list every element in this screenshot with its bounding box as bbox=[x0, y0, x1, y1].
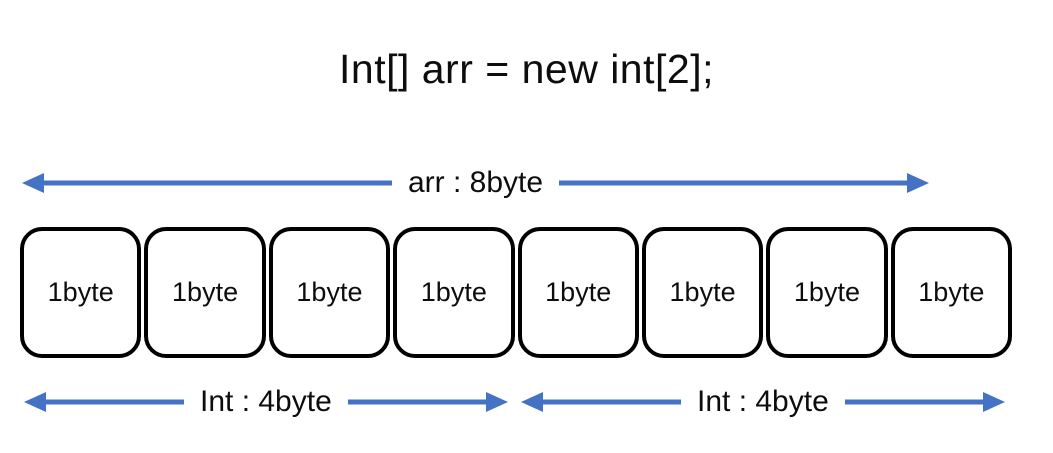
byte-box-label: 1byte bbox=[420, 277, 487, 307]
measure-label-element-0: Int : 4byte bbox=[200, 385, 332, 418]
byte-box-label: 1byte bbox=[172, 277, 239, 307]
byte-box-label: 1byte bbox=[545, 277, 612, 307]
page-title: Int[] arr = new int[2]; bbox=[339, 46, 714, 92]
byte-box-label: 1byte bbox=[793, 277, 860, 307]
byte-box-row: 1byte 1byte 1byte 1byte 1byte 1byte 1byt… bbox=[20, 227, 1012, 358]
byte-box: 1byte bbox=[641, 227, 764, 358]
arrow-left-icon bbox=[24, 390, 184, 414]
arrow-right-icon bbox=[347, 390, 508, 414]
byte-box-label: 1byte bbox=[669, 277, 736, 307]
byte-box: 1byte bbox=[393, 227, 515, 358]
byte-box: 1byte bbox=[766, 227, 888, 358]
byte-box: 1byte bbox=[20, 227, 142, 358]
byte-box: 1byte bbox=[268, 227, 391, 358]
byte-box: 1byte bbox=[144, 227, 266, 358]
arrow-right-icon bbox=[559, 171, 930, 195]
byte-box-label: 1byte bbox=[918, 277, 985, 307]
byte-box: 1byte bbox=[517, 227, 639, 358]
arrow-left-icon bbox=[521, 390, 681, 414]
byte-box-label: 1byte bbox=[47, 277, 114, 307]
measure-label-array-total: arr : 8byte bbox=[408, 166, 544, 199]
arrow-left-icon bbox=[22, 171, 392, 195]
measure-label-element-1: Int : 4byte bbox=[697, 385, 829, 418]
arrow-right-icon bbox=[844, 390, 1005, 414]
measure-row-element-1: Int : 4byte bbox=[521, 382, 1007, 422]
measure-row-array-total: arr : 8byte bbox=[22, 163, 1007, 203]
byte-box-label: 1byte bbox=[296, 277, 363, 307]
measure-row-element-0: Int : 4byte bbox=[24, 382, 510, 422]
byte-box: 1byte bbox=[890, 227, 1012, 358]
